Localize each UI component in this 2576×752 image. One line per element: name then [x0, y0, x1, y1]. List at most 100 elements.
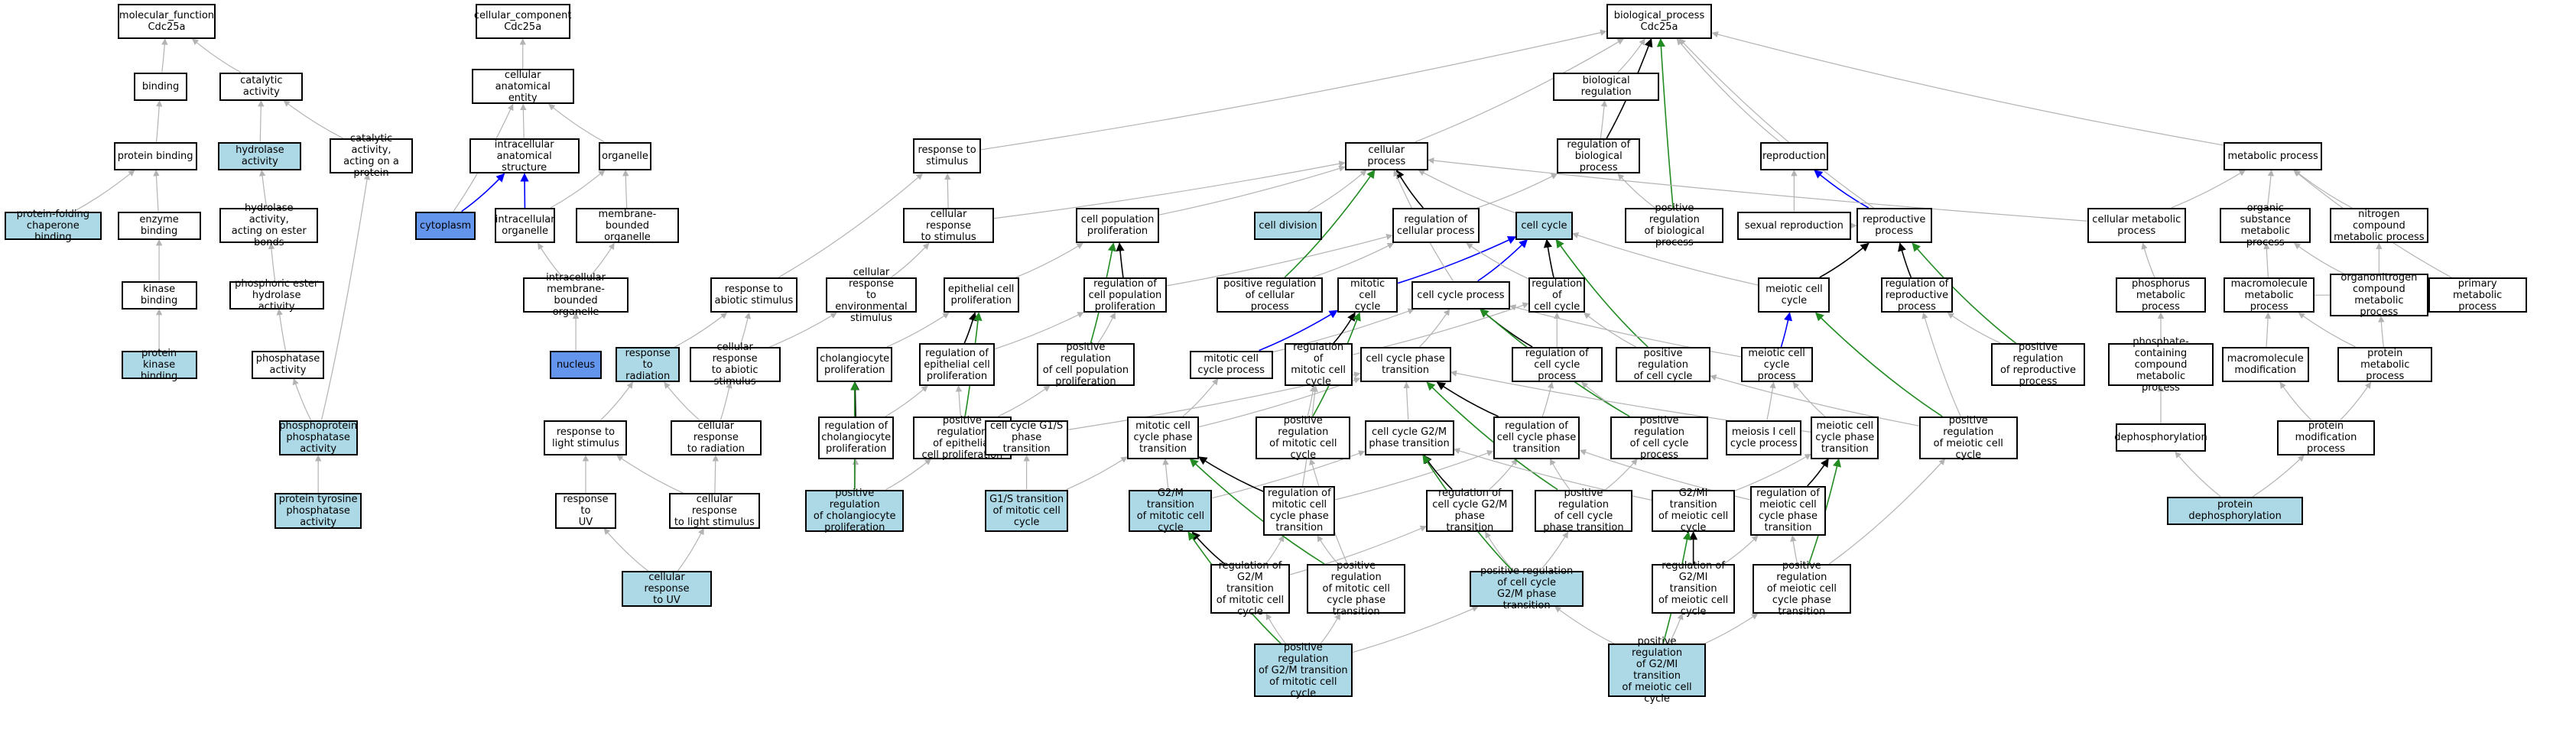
relation-edge — [192, 38, 242, 73]
go-term-node: catalytic activity, acting on a protein — [330, 133, 414, 179]
relation-edge — [955, 385, 963, 417]
go-term-node: regulation of G2/M transition of mitotic… — [1210, 560, 1290, 617]
relation-edge — [600, 381, 633, 420]
go-term-node: positive regulation of meiotic cell cycl… — [1918, 415, 2018, 461]
go-term-node: regulation of reproductive process — [1880, 277, 1953, 313]
relation-edge — [1015, 242, 1083, 278]
go-term-node: biological regulation — [1553, 72, 1660, 101]
relation-edge — [461, 173, 505, 212]
go-term-node: meiotic cell cycle — [1758, 277, 1830, 313]
relation-edge — [944, 173, 951, 209]
relation-edge — [674, 312, 728, 348]
relation-edge — [994, 312, 1084, 350]
relation-edge — [769, 312, 837, 348]
go-term-node: G1/S transition of mitotic cell cycle — [985, 489, 1069, 533]
go-term-node: intracellular organelle — [495, 207, 556, 244]
relation-edge — [1541, 381, 1554, 417]
relation-edge — [1723, 535, 1759, 565]
relation-edge — [1617, 173, 1655, 209]
relation-edge — [268, 242, 276, 281]
relation-edge — [2266, 169, 2275, 209]
go-term-node: meiotic cell cycle process — [1740, 346, 1813, 383]
go-term-node: regulation of epithelial cell proliferat… — [918, 343, 996, 386]
relation-edge — [1097, 312, 1116, 344]
go-term-node: positive regulation of cell cycle phase … — [1534, 488, 1633, 533]
go-term-node: macromolecule metabolic process — [2224, 277, 2315, 313]
go-term-node: phosphate-containing compound metabolic … — [2107, 336, 2214, 394]
relation-edge — [2252, 455, 2305, 498]
go-term-node: response to light stimulus — [544, 420, 628, 455]
go-term-node: positive regulation of cell population p… — [1036, 342, 1135, 387]
relation-edge — [276, 308, 287, 351]
relation-edge — [1480, 309, 1533, 348]
relation-edge — [1477, 238, 1528, 282]
go-term-node: epithelial cell proliferation — [943, 277, 1019, 313]
go-term-node: cellular response to abiotic stimulus — [689, 342, 781, 387]
go-term-node: cell cycle process — [1411, 280, 1510, 310]
relation-edge — [2279, 381, 2312, 420]
go-term-node: regulation of cell population proliferat… — [1083, 277, 1167, 313]
relation-edge — [963, 312, 977, 344]
go-term-node: kinase binding — [121, 280, 197, 310]
go-term-node: protein binding — [113, 141, 197, 170]
go-term-node: biological_process Cdc25a — [1606, 3, 1713, 40]
relation-edge — [292, 378, 312, 420]
relation-edge — [2264, 312, 2272, 347]
relation-edge — [712, 455, 719, 494]
relation-edge — [1780, 312, 1793, 348]
relation-edge — [1617, 38, 1645, 73]
go-term-node: positive regulation of G2/MI transition … — [1607, 636, 1707, 705]
go-term-node: organelle — [598, 141, 652, 170]
go-term-node: positive regulation of biological proces… — [1625, 203, 1724, 248]
go-term-node: phosphoprotein phosphatase activity — [278, 420, 358, 455]
relation-edge — [1605, 458, 1638, 491]
relation-edge — [1656, 37, 1674, 209]
go-term-node: protein metabolic process — [2337, 346, 2433, 383]
go-term-node: positive regulation of cell cycle proces… — [1610, 415, 1709, 461]
relation-edge — [588, 242, 615, 278]
relation-edge — [993, 160, 1346, 219]
relation-edge — [1423, 455, 1453, 491]
go-term-node: dephosphorylation — [2114, 423, 2207, 452]
go-term-node: cell cycle — [1515, 211, 1573, 240]
go-term-node: regulation of cellular process — [1392, 207, 1480, 244]
go-term-node: intracellular membrane-bounded organelle — [522, 272, 629, 318]
go-term-node: regulation of cell cycle G2/M phase tran… — [1426, 488, 1514, 533]
relation-edge — [1333, 312, 1356, 344]
relation-edge — [1395, 169, 1424, 209]
relation-edge — [1912, 242, 2017, 344]
relation-edge — [1418, 170, 1516, 214]
relation-edge — [1397, 236, 1517, 284]
relation-edge — [1921, 312, 1961, 417]
go-term-node: protein-folding chaperone binding — [4, 209, 102, 243]
relation-edge — [622, 169, 629, 209]
relation-edge — [1158, 165, 1346, 216]
go-term-node: meiotic cell cycle phase transition — [1811, 416, 1879, 459]
go-term-node: cellular response to environmental stimu… — [826, 267, 917, 324]
relation-edge — [1766, 381, 1776, 420]
relation-edge — [161, 38, 168, 73]
go-term-node: mitotic cell cycle process — [1189, 350, 1273, 379]
go-term-node: positive regulation of G2/M transition o… — [1253, 642, 1353, 699]
relation-edge — [1571, 232, 1759, 286]
relation-edge — [1898, 242, 1912, 278]
go-term-node: response to abiotic stimulus — [710, 277, 797, 313]
go-term-node: catalytic activity — [219, 72, 304, 101]
go-term-node: reproduction — [1759, 141, 1828, 170]
relation-edge — [258, 99, 265, 142]
relation-edge — [1307, 170, 1367, 212]
go-term-node: response to radiation — [616, 346, 681, 383]
relation-edge — [1792, 381, 1826, 417]
go-term-node: cell population proliferation — [1076, 207, 1160, 244]
go-term-node: sexual reproduction — [1737, 211, 1851, 240]
go-term-node: regulation of cell cycle — [1528, 277, 1586, 313]
relation-edge — [1549, 458, 1571, 490]
go-term-node: mitotic cell cycle phase transition — [1126, 416, 1200, 459]
go-term-node: response to UV — [555, 493, 616, 529]
relation-edge — [73, 170, 135, 212]
relation-edge — [2171, 170, 2246, 209]
relation-edge — [885, 385, 928, 417]
go-term-node: cell division — [1253, 211, 1323, 240]
relation-edge — [1162, 458, 1169, 490]
relation-edge — [1317, 535, 1339, 565]
